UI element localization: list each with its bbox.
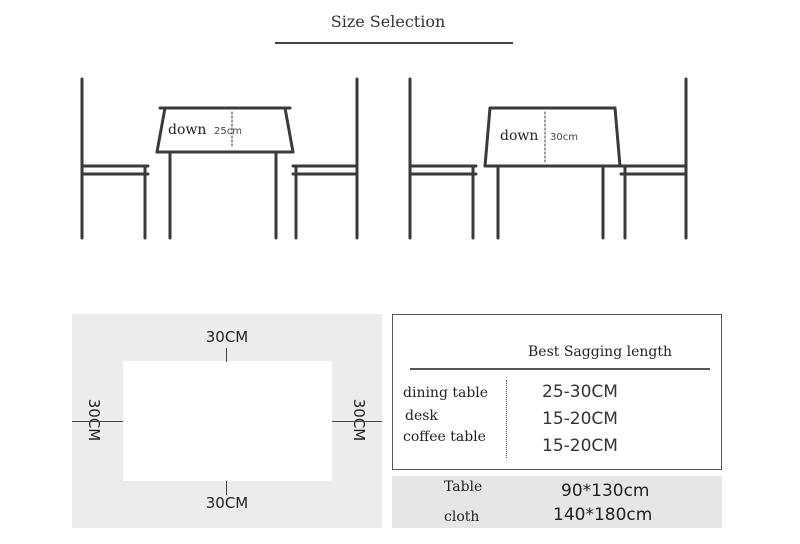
table-illustrations: down 25cm down 30cm (80, 77, 688, 240)
chair-right-2 (619, 77, 688, 240)
size-label-line2: cloth (444, 509, 480, 525)
size-value: 90*130cm (561, 481, 650, 501)
dotted-separator (506, 380, 507, 458)
chair-left-2 (408, 77, 478, 240)
table-2 (483, 106, 622, 240)
table-1 (155, 106, 295, 240)
tablecloth-size-band (392, 476, 722, 528)
sagging-row-value: 15-20CM (542, 436, 618, 456)
sagging-row-label: desk (405, 408, 438, 424)
dimension-left: 30CM (85, 398, 103, 442)
size-value: 140*180cm (553, 505, 653, 525)
border-dimension-diagram: 30CM 30CM 30CM 30CM (72, 314, 382, 528)
sagging-row-value: 15-20CM (542, 409, 618, 429)
sagging-title: Best Sagging length (528, 344, 672, 360)
sagging-length-box (392, 314, 722, 470)
center-panel (123, 361, 332, 481)
down-label-2: down (500, 128, 538, 144)
tick-bottom (226, 481, 227, 495)
measure-label-1: 25cm (214, 126, 242, 137)
chair-right-1 (291, 77, 359, 240)
tick-left (72, 421, 123, 422)
page-title: Size Selection (330, 12, 446, 31)
dimension-bottom: 30CM (205, 494, 249, 512)
dimension-right: 30CM (350, 398, 368, 442)
dimension-top: 30CM (205, 328, 249, 346)
sagging-row-label: coffee table (403, 429, 486, 445)
sagging-divider (410, 368, 710, 370)
tick-top (226, 348, 227, 362)
size-label-line1: Table (444, 479, 483, 495)
sagging-row-value: 25-30CM (542, 382, 618, 402)
title-underline (275, 42, 513, 44)
down-label-1: down (168, 122, 206, 138)
tick-right (332, 421, 382, 422)
chair-left-1 (80, 77, 150, 240)
measure-label-2: 30cm (550, 132, 578, 143)
sagging-row-label: dining table (403, 385, 489, 401)
